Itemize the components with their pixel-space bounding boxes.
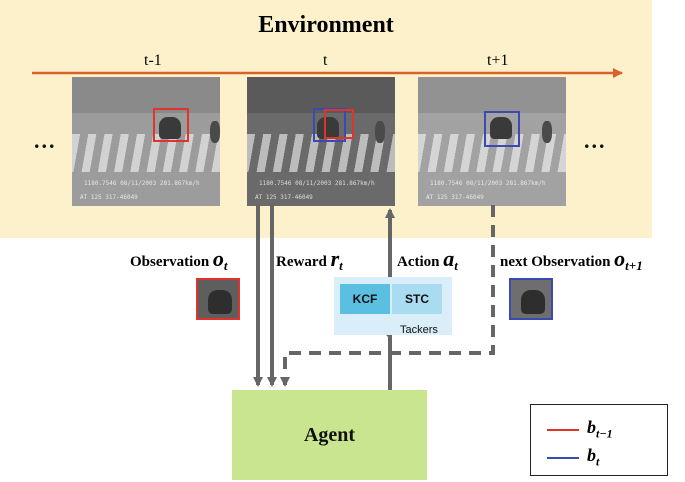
pedestrian: [542, 121, 552, 143]
video-frame-current: 1180.7546 08/11/2003 281.867km/h AT 125 …: [247, 77, 395, 206]
kcf-tracker[interactable]: KCF: [340, 284, 390, 314]
trackers-caption: Tackers: [400, 324, 438, 336]
cyclist: [159, 117, 181, 139]
ellipsis-left: ...: [34, 128, 57, 153]
frame-timestamp: 1180.7546 08/11/2003 281.867km/h: [259, 180, 375, 187]
video-frame-prev: 1180.7546 08/11/2003 281.867km/h AT 125 …: [72, 77, 220, 206]
ellipsis-right: ...: [584, 128, 607, 153]
action-label: Action at: [397, 246, 458, 273]
agent-label: Agent: [303, 423, 356, 446]
stc-tracker[interactable]: STC: [392, 284, 442, 314]
observation-thumbnail: [196, 278, 240, 320]
frame-footer: AT 125 317-46049: [255, 194, 313, 201]
pedestrian: [375, 121, 385, 143]
pedestrian: [210, 121, 220, 143]
bounding-box-prev: [153, 108, 189, 142]
observation-label: Observation ot: [130, 246, 228, 273]
timeline-label-current: t: [323, 52, 328, 69]
legend-line-current: [547, 457, 579, 459]
video-frame-next: 1180.7546 08/11/2003 281.867km/h AT 125 …: [418, 77, 566, 206]
timeline-label-prev: t-1: [144, 52, 162, 69]
cyclist: [317, 117, 339, 139]
legend: bt−1 bt: [530, 404, 668, 476]
environment-title: Environment: [258, 12, 394, 38]
agent-box: Agent: [232, 390, 427, 480]
frame-footer: AT 125 317-46049: [80, 194, 138, 201]
bounding-box-current-red: [324, 109, 354, 139]
legend-label-current: bt: [587, 445, 600, 469]
legend-label-prev: bt−1: [587, 417, 613, 441]
reward-label: Reward rt: [276, 246, 343, 273]
timeline-label-next: t+1: [487, 52, 509, 69]
frame-footer: AT 125 317-46049: [426, 194, 484, 201]
next-observation-thumbnail: [509, 278, 553, 320]
frame-timestamp: 1180.7546 08/11/2003 281.867km/h: [430, 180, 546, 187]
next-observation-label: next Observation ot+1: [500, 246, 643, 273]
legend-line-prev: [547, 429, 579, 431]
trackers-panel: KCF STC: [334, 277, 452, 335]
cyclist: [490, 117, 512, 139]
bounding-box-next: [484, 111, 520, 147]
frame-timestamp: 1180.7546 08/11/2003 281.867km/h: [84, 180, 200, 187]
